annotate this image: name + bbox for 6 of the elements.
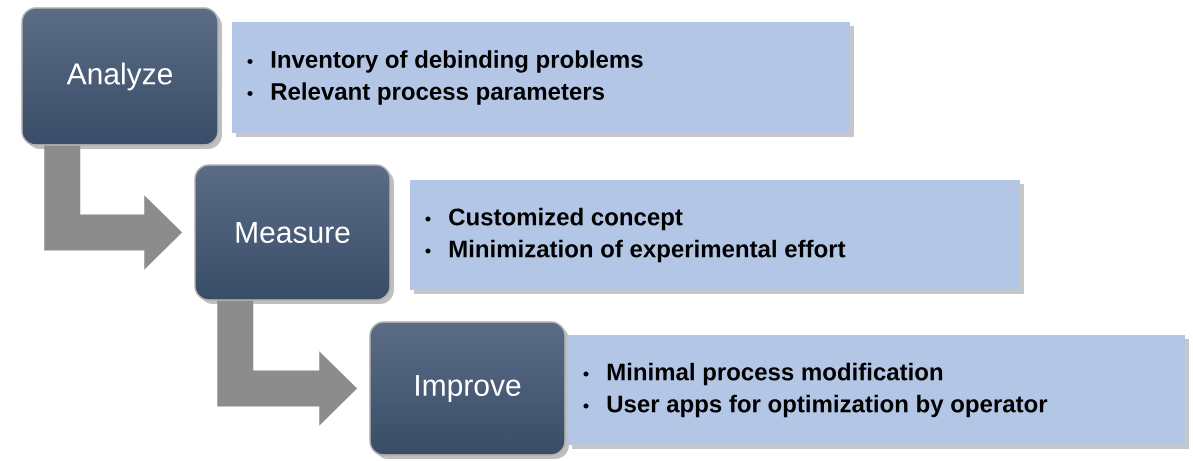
bullet-list-box: Inventory of debinding problems Relevant process parameters — [232, 22, 854, 137]
bullet-list-box: Customized concept Minimization of experimental effort — [410, 180, 1024, 294]
step-box: Improve — [369, 321, 569, 459]
step-box: Measure — [194, 164, 394, 304]
bullet-list-box: Minimal process modification User apps for optimization by operator — [568, 335, 1189, 449]
step-box: Analyze — [21, 7, 222, 149]
